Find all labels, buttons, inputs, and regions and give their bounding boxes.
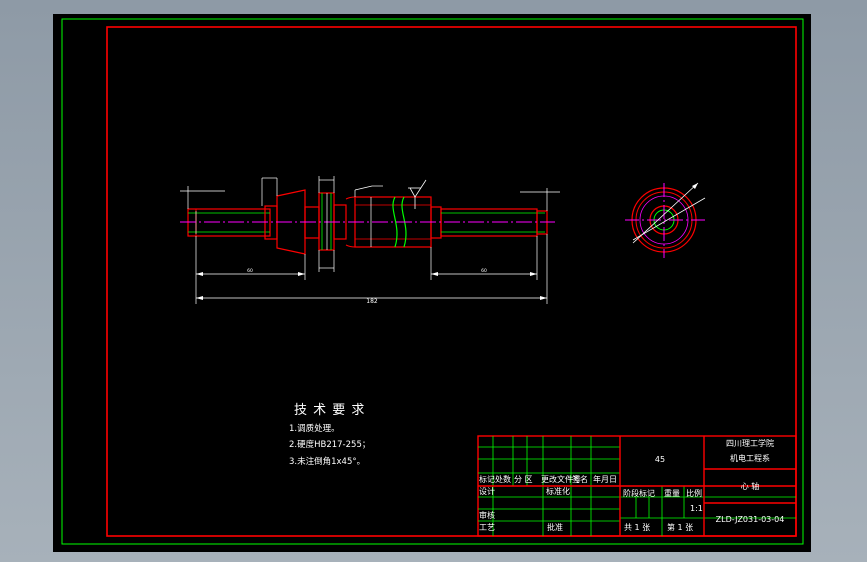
outer-border: [61, 18, 804, 545]
technical-requirements: 技 术 要 求 1.调质处理。 2.硬度HB217-255； 3.未注倒角1x4…: [289, 403, 370, 467]
hdr-standardize: 标准化: [546, 486, 570, 496]
hdr-process: 工艺: [479, 523, 495, 532]
left-segment-dim: 60: [247, 268, 253, 274]
school-line-2: 机电工程系: [730, 453, 770, 463]
hdr-checker: 审核: [479, 510, 495, 520]
hdr-designer: 设计: [479, 486, 495, 496]
school-line-1: 四川理工学院: [726, 438, 774, 448]
hdr-sheet-no: 第 1 张: [667, 522, 693, 532]
overall-length-dim: 182: [366, 298, 378, 305]
material-value: 45: [655, 455, 665, 464]
hdr-mark: 标记: [479, 474, 495, 484]
break-line: [392, 196, 398, 248]
dimension-arrows: [196, 272, 547, 300]
right-segment-dim: 60: [481, 268, 487, 274]
hdr-approve: 批准: [547, 522, 563, 532]
hdr-sheets-total: 共 1 张: [624, 523, 650, 532]
hdr-weight: 重量: [664, 488, 680, 498]
hdr-scale: 比例: [686, 488, 702, 498]
hdr-zone: 分 区: [514, 475, 533, 484]
inner-border: [106, 26, 797, 537]
tech-req-title: 技 术 要 求: [294, 403, 365, 418]
hdr-date: 年月日: [593, 474, 617, 484]
title-block: 标记 处数 分 区 更改文件号 签名 年月日 设计 标准化 阶段标记 重量 比例…: [477, 435, 797, 537]
shaft-side-view: [625, 182, 708, 258]
hdr-change-doc: 更改文件号: [541, 474, 581, 484]
tech-req-item-2: 2.硬度HB217-255；: [289, 439, 370, 450]
hdr-count: 处数: [495, 474, 511, 484]
drawing-number: ZLD-JZ031-03-04: [716, 515, 785, 524]
scale-value: 1:1: [690, 504, 703, 513]
part-name: 心 轴: [741, 481, 760, 491]
drawing-background: [53, 14, 811, 552]
hdr-stage-mark: 阶段标记: [623, 488, 655, 498]
hdr-signature: 签名: [572, 474, 588, 484]
tech-req-item-3: 3.未注倒角1x45°。: [289, 456, 365, 467]
shaft-front-view: [180, 189, 555, 255]
tech-req-item-1: 1.调质处理。: [289, 423, 340, 434]
dimension-lines: [180, 176, 560, 304]
surface-finish-symbol: [408, 179, 427, 209]
